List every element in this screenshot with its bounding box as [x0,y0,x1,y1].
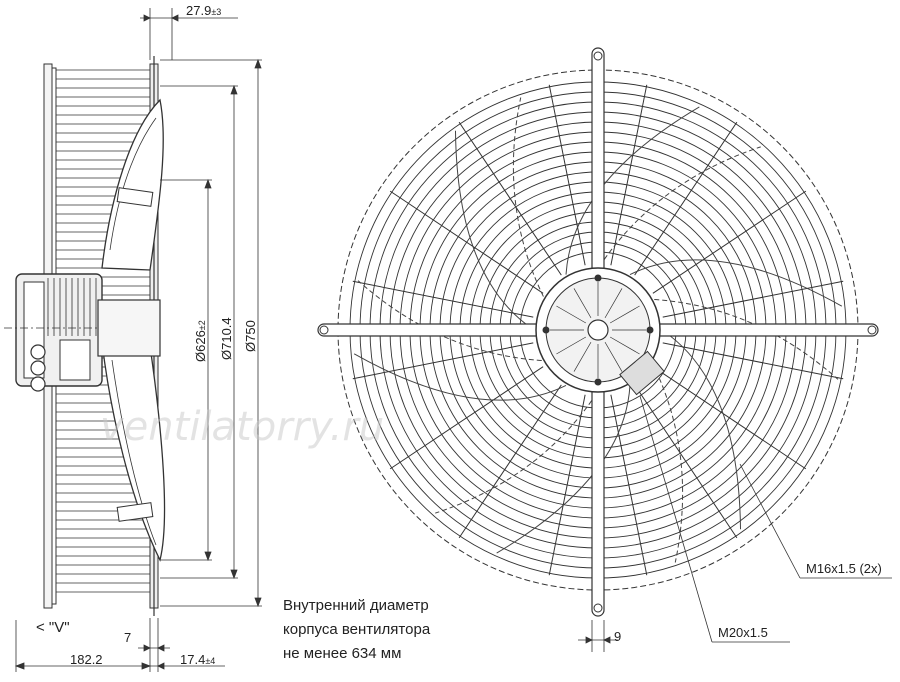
dim-diameter-inner: Ø626±2 [193,320,208,362]
front-callouts [578,395,892,652]
dim-flange: 17.4±4 [180,652,215,667]
fan-blades [353,97,843,563]
note-line-1: Внутренний диаметр [283,597,429,614]
callout-m20: M20x1.5 [718,625,768,640]
note-line-2: корпуса вентилятора [283,621,431,638]
installation-note: Внутренний диаметр корпуса вентилятора н… [283,594,430,666]
dim-depth: 182.2 [70,652,103,667]
dim-bolt-gap: 9 [614,629,621,644]
terminal-box [619,350,665,396]
cable-gland-3 [30,376,46,392]
fan-front-view [317,47,879,617]
watermark: ventilatorry.ru [100,404,384,450]
fan-side-view [4,56,166,616]
guard-spokes [352,84,844,576]
hub [97,299,161,357]
cable-gland-2 [30,360,46,376]
motor [15,273,103,392]
callout-m16: M16x1.5 (2x) [806,561,882,576]
dim-diameter-outer: Ø750 [243,320,258,352]
side-dimensions [14,8,262,672]
note-line-3: не менее 634 мм [283,645,402,662]
view-label: < "V" [36,619,70,636]
blade-side-upper [101,98,164,271]
dim-diameter-mid: Ø710.4 [219,317,234,360]
dim-bottom-gap: 7 [124,630,131,645]
cable-gland-1 [30,344,46,360]
dim-top-offset: 27.9±3 [186,3,221,18]
